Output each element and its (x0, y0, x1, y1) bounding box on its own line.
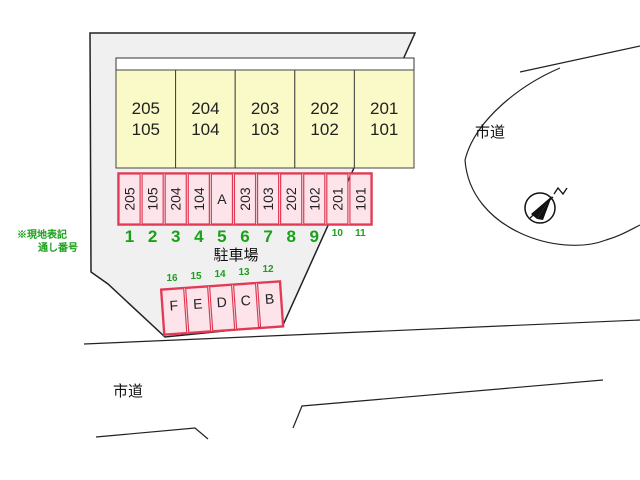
parking-slot (232, 282, 260, 330)
parking-label: 駐車場 (213, 247, 258, 264)
parking-slot-label: 201 (329, 187, 345, 211)
parking-slot (161, 287, 188, 335)
parking-slot (280, 173, 303, 225)
parking-slot (349, 173, 372, 225)
road-edge-bottom-left (95, 427, 209, 440)
road-label-bottom: 市道 (113, 383, 143, 400)
parking-row-border (117, 172, 373, 226)
road-curve-right-lower (605, 224, 640, 241)
road-edge-bottom-upper (83, 319, 640, 345)
parking-slot (208, 284, 236, 332)
building-unit (294, 69, 355, 169)
parking-lower-numbers: 16 15 14 13 12 (166, 264, 274, 284)
parking-slot-label: A (217, 191, 227, 207)
slot-number: 4 (194, 227, 204, 246)
slot-number: 2 (148, 227, 157, 246)
parking-slot-label: 102 (306, 187, 322, 211)
parking-slot-label: 104 (191, 187, 207, 211)
parking-slot (233, 173, 257, 225)
parking-slot (326, 173, 349, 225)
unit-number-upper: 202 (310, 99, 338, 118)
slot-number: 16 (166, 273, 178, 284)
slot-number: 9 (310, 227, 319, 246)
parking-slot (210, 173, 234, 225)
slot-number: 12 (262, 264, 274, 275)
road-edge-right-top (519, 45, 640, 73)
parking-slot-label: D (216, 294, 227, 311)
building-unit (175, 69, 236, 169)
parking-slot-label: E (193, 295, 203, 312)
parking-slot-label: 101 (352, 187, 368, 211)
parking-slot-label: B (264, 290, 274, 307)
parking-slot-label: 202 (283, 187, 299, 211)
slot-number: 1 (125, 227, 134, 246)
parking-slot (164, 173, 187, 225)
note-line-1: ※現地表記 (17, 228, 67, 241)
parking-slot-label: 203 (237, 187, 253, 211)
slot-number: 8 (286, 227, 295, 246)
parking-slot-label: 105 (145, 187, 161, 211)
slot-number: 5 (217, 227, 226, 246)
unit-number-lower: 105 (132, 120, 160, 139)
unit-number-upper: 205 (132, 99, 160, 118)
parking-slot-label: 103 (260, 187, 276, 211)
slot-number: 15 (190, 271, 202, 282)
parking-slot-label: 204 (168, 187, 184, 211)
unit-number-lower: 102 (310, 120, 338, 139)
unit-number-lower: 103 (251, 120, 279, 139)
unit-number-upper: 203 (251, 99, 279, 118)
road-edge-right-lower (464, 67, 561, 161)
parking-slot-label: F (169, 297, 179, 314)
parking-slot (185, 286, 212, 334)
parking-slot (303, 173, 326, 225)
unit-number-lower: 104 (191, 120, 219, 139)
parking-row: 205 105 204 104 A 203 103 202 102 201 101 (117, 172, 373, 226)
building-unit (353, 69, 415, 169)
slot-number: 14 (214, 269, 226, 280)
parking-slot (256, 173, 280, 225)
slot-number: 11 (355, 228, 366, 239)
note-line-2: 通し番号 (38, 241, 78, 254)
slot-number: 3 (171, 227, 180, 246)
parking-slot (187, 173, 210, 225)
building-unit (234, 69, 296, 169)
slot-number: 10 (332, 228, 344, 239)
unit-number-lower: 101 (370, 120, 398, 139)
slot-number: 7 (263, 227, 272, 246)
road-label-right: 市道 (475, 124, 505, 141)
slot-number: 13 (238, 267, 250, 278)
north-compass-icon (524, 186, 568, 224)
road-edge-bottom-right (292, 379, 604, 429)
building-roof-strip (115, 57, 415, 71)
parking-slot-label: 205 (122, 187, 138, 211)
road-curve-right (464, 159, 607, 246)
slot-number: 6 (240, 227, 249, 246)
unit-number-upper: 204 (191, 99, 219, 118)
parking-slot-label: C (240, 292, 251, 309)
building: 205 105 204 104 203 103 202 102 201 101 (115, 69, 415, 169)
parking-slot (141, 173, 164, 225)
parking-slot (256, 281, 284, 329)
building-unit (115, 69, 177, 169)
parking-slot (118, 173, 141, 225)
unit-number-upper: 201 (370, 99, 398, 118)
parking-lower-border (159, 280, 285, 336)
